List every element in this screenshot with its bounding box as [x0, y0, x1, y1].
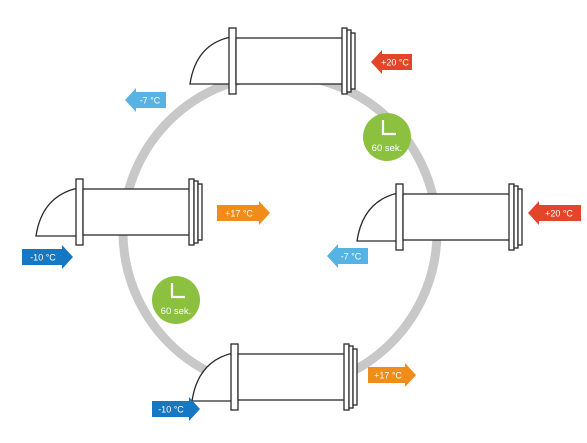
- timer-label-lower: 60 sek.: [161, 306, 192, 317]
- arrow-label-top-red: +20 °C: [381, 58, 409, 68]
- vent-unit-bottom: [191, 343, 358, 411]
- vent-hood-bottom: [191, 352, 234, 402]
- arrow-right-light-blue: -7 °C: [327, 244, 368, 268]
- arrow-right-red: +20 °C: [528, 201, 581, 225]
- arrow-bottom-dark-blue: -10 °C: [152, 397, 200, 421]
- vent-hood-left: [35, 187, 79, 237]
- vent-tube-left: [82, 188, 191, 236]
- direction-arrow-icon: [528, 201, 581, 225]
- vent-tube-top: [235, 37, 344, 85]
- vent-flange-right-right-3: [517, 188, 523, 246]
- direction-arrow-icon: [152, 397, 200, 421]
- direction-arrow-icon: [22, 245, 73, 269]
- direction-arrow-icon: [368, 363, 416, 387]
- vent-flange-bottom-left: [230, 343, 239, 411]
- vent-tube-bottom: [237, 353, 346, 401]
- arrow-left-orange: +17 °C: [217, 201, 270, 225]
- vent-flange-bottom-right-1: [343, 343, 350, 411]
- vent-flange-left-right-1: [188, 178, 195, 246]
- arrow-label-bottom-dark-blue: -10 °C: [158, 405, 184, 415]
- clock-hands-icon: [381, 120, 396, 136]
- direction-arrow-icon: [327, 244, 368, 268]
- vent-flange-left-left: [75, 178, 84, 246]
- arrow-label-right-red: +20 °C: [545, 209, 573, 219]
- timer-circle-lower: [152, 276, 200, 324]
- arrow-top-light-blue: -7 °C: [125, 88, 166, 112]
- arrow-label-bottom-orange: +17 °C: [374, 371, 402, 381]
- vent-tube-right: [402, 193, 511, 241]
- direction-arrow-icon: [371, 50, 412, 74]
- arrow-label-left-dark-blue: -10 °C: [30, 253, 56, 263]
- timer-badge-lower: 60 sek.: [152, 276, 200, 324]
- vent-hood-right: [356, 192, 399, 242]
- vent-flange-top-left: [228, 27, 237, 95]
- direction-arrow-icon: [125, 88, 166, 112]
- vent-unit-left: [35, 178, 203, 246]
- vent-unit-right: [356, 183, 523, 251]
- vent-flange-top-right-1: [341, 27, 348, 95]
- vent-flange-right-left: [395, 183, 404, 251]
- vent-hood-top: [189, 36, 232, 85]
- arrow-left-dark-blue: -10 °C: [22, 245, 73, 269]
- arrow-label-right-light-blue: -7 °C: [341, 252, 362, 262]
- direction-arrow-icon: [217, 201, 270, 225]
- vent-flange-right-right-1: [508, 183, 515, 251]
- vent-flange-bottom-right-3: [352, 348, 358, 406]
- arrow-label-top-light-blue: -7 °C: [140, 96, 161, 106]
- arrow-top-red: +20 °C: [371, 50, 412, 74]
- timer-label-upper: 60 sek.: [372, 143, 403, 154]
- timer-circle-upper: [363, 113, 411, 161]
- timer-badge-upper: 60 sek.: [363, 113, 411, 161]
- vent-flange-top-right-3: [350, 32, 356, 90]
- arrow-bottom-orange: +17 °C: [368, 363, 416, 387]
- arrow-label-left-orange: +17 °C: [225, 209, 253, 219]
- vent-unit-top: [189, 27, 356, 95]
- clock-hands-icon: [170, 283, 185, 299]
- vent-flange-left-right-3: [197, 183, 203, 241]
